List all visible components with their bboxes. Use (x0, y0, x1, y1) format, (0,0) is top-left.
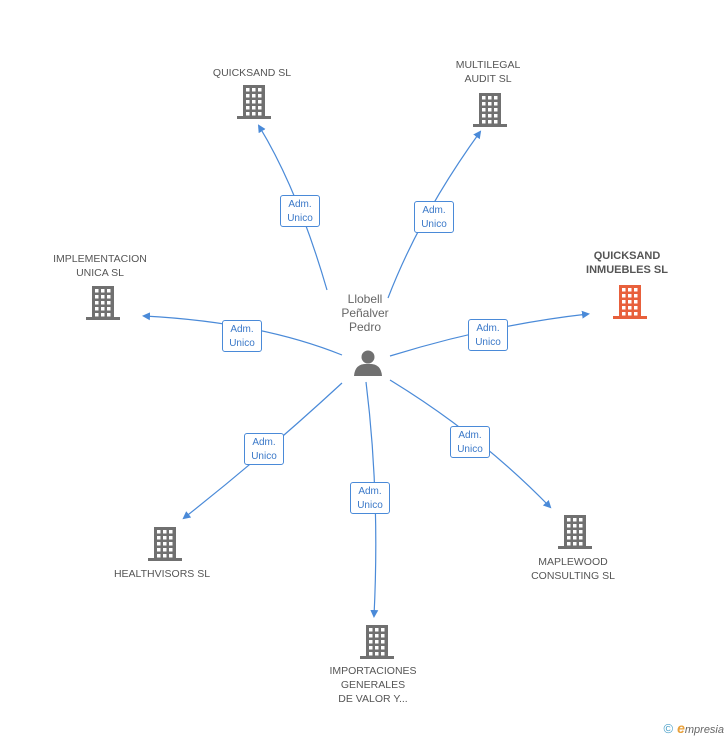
brand-logo: empresia (677, 720, 724, 736)
person-name-line: Peñalver (341, 306, 389, 320)
role-badge-quicksand-inmuebles-sl[interactable]: Adm. Unico (468, 319, 508, 351)
role-line: Unico (457, 444, 483, 455)
footer-brand[interactable]: ©empresia (663, 720, 724, 736)
building-icon-healthvisors-sl[interactable] (148, 527, 182, 561)
company-label-line: MULTILEGAL (455, 59, 521, 71)
company-label-line: MAPLEWOOD (538, 556, 608, 568)
building-icon-implementacion-unica-sl[interactable] (86, 286, 120, 320)
company-label-line: HEALTHVISORS SL (113, 568, 211, 580)
company-label-maplewood-consulting-sl[interactable]: MAPLEWOOD CONSULTING SL (531, 555, 615, 583)
role-line: Adm. (288, 199, 312, 210)
company-label-healthvisors-sl[interactable]: HEALTHVISORS SL (114, 567, 210, 581)
company-label-importaciones-generales[interactable]: IMPORTACIONES GENERALES DE VALOR Y... (329, 664, 416, 706)
company-label-line: QUICKSAND SL (212, 67, 292, 79)
person-icon[interactable] (354, 350, 382, 377)
company-label-multilegal-audit-sl[interactable]: MULTILEGAL AUDIT SL (456, 58, 521, 86)
building-icon-quicksand-inmuebles-sl[interactable] (613, 285, 647, 319)
role-line: Adm. (476, 323, 500, 334)
role-line: Adm. (252, 437, 276, 448)
role-line: Unico (251, 451, 277, 462)
role-line: Unico (475, 337, 501, 348)
company-label-quicksand-inmuebles-sl[interactable]: QUICKSAND INMUEBLES SL (586, 249, 668, 277)
role-line: Unico (287, 213, 313, 224)
company-label-line: UNICA SL (76, 267, 124, 279)
role-line: Unico (229, 338, 255, 349)
company-label-line: CONSULTING SL (531, 570, 615, 582)
person-name-line: Pedro (348, 320, 382, 334)
copyright-symbol: © (663, 721, 674, 736)
company-label-line: IMPLEMENTACION (53, 253, 147, 265)
company-label-line: INMUEBLES SL (586, 264, 668, 276)
building-icon-multilegal-audit-sl[interactable] (473, 93, 507, 127)
role-badge-implementacion-unica-sl[interactable]: Adm. Unico (222, 320, 262, 352)
company-label-quicksand-sl[interactable]: QUICKSAND SL (213, 66, 291, 80)
building-icon-quicksand-sl[interactable] (237, 85, 271, 119)
company-label-implementacion-unica-sl[interactable]: IMPLEMENTACION UNICA SL (53, 252, 147, 280)
role-line: Adm. (358, 486, 382, 497)
company-label-line: AUDIT SL (464, 73, 512, 85)
role-line: Adm. (422, 205, 446, 216)
company-label-line: GENERALES (340, 679, 406, 691)
role-badge-importaciones-generales[interactable]: Adm. Unico (350, 482, 390, 514)
building-icon-importaciones-generales[interactable] (360, 625, 394, 659)
company-label-line: DE VALOR Y... (338, 693, 408, 705)
company-label-line: QUICKSAND (593, 250, 661, 262)
role-badge-multilegal-audit-sl[interactable]: Adm. Unico (414, 201, 454, 233)
role-line: Unico (421, 219, 447, 230)
role-badge-maplewood-consulting-sl[interactable]: Adm. Unico (450, 426, 490, 458)
role-line: Adm. (458, 430, 482, 441)
company-label-line: IMPORTACIONES (329, 665, 417, 677)
role-badge-healthvisors-sl[interactable]: Adm. Unico (244, 433, 284, 465)
role-line: Unico (357, 500, 383, 511)
person-name-line: Llobell (347, 292, 383, 306)
building-icon-maplewood-consulting-sl[interactable] (558, 515, 592, 549)
role-badge-quicksand-sl[interactable]: Adm. Unico (280, 195, 320, 227)
role-line: Adm. (230, 324, 254, 335)
